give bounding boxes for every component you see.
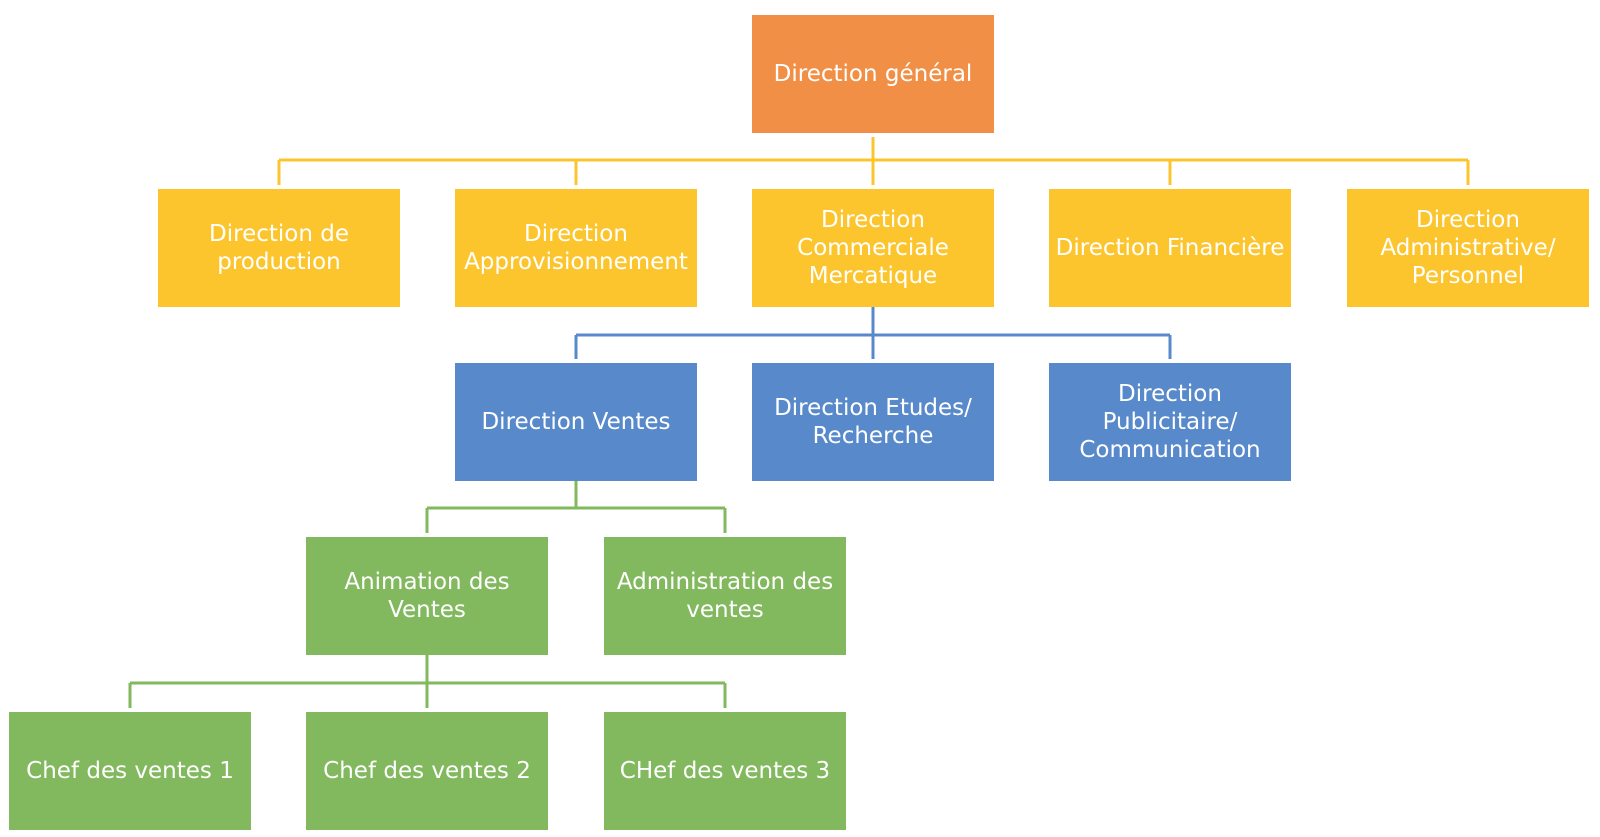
node-chef-ventes-3: CHef des ventes 3 xyxy=(604,712,846,830)
node-direction-financiere: Direction Financière xyxy=(1049,189,1291,307)
node-direction-general: Direction général xyxy=(752,15,994,133)
connector-group-chefs xyxy=(128,651,727,708)
connector-group-directions xyxy=(277,137,1470,185)
node-direction-etudes: Direction Etudes/Recherche xyxy=(752,363,994,481)
connector-group-sales xyxy=(425,479,727,533)
node-chef-ventes-1: Chef des ventes 1 xyxy=(9,712,251,830)
node-chef-ventes-2: Chef des ventes 2 xyxy=(306,712,548,830)
connector-group-commercial xyxy=(574,307,1172,359)
node-direction-ventes: Direction Ventes xyxy=(455,363,697,481)
